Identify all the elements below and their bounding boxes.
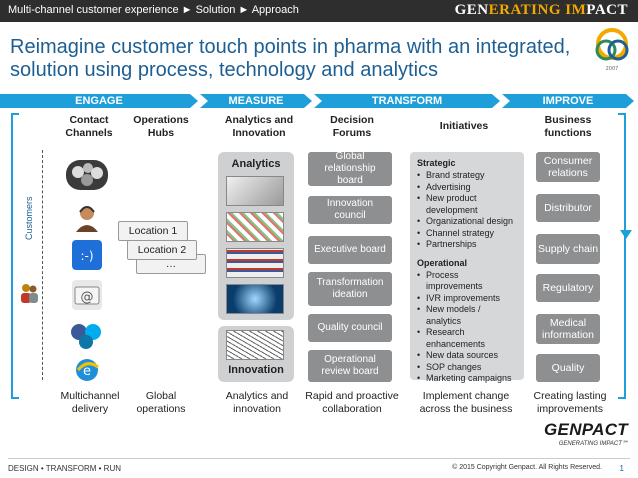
analytics-image-4 <box>226 284 284 314</box>
page-number: 1 <box>619 464 624 473</box>
breadcrumb: Multi-channel customer experience ► Solu… <box>8 4 299 16</box>
logo-wordmark: GENPACT <box>544 420 628 439</box>
svg-text:e: e <box>83 364 91 379</box>
forum-transformation-ideation: Transformation ideation <box>308 272 392 306</box>
customers-bracket <box>42 150 50 380</box>
col-decision-forums: Decision Forums <box>330 114 374 139</box>
svg-text:2007: 2007 <box>606 66 619 72</box>
function-consumer-relations: Consumer relations <box>536 152 600 182</box>
chat-bubbles-icon <box>66 160 108 190</box>
loop-line-left <box>11 113 19 399</box>
list-item: Advertising <box>417 182 517 194</box>
innovation-image <box>226 330 284 360</box>
innovation-panel: Innovation <box>218 326 294 382</box>
analytics-label: Analytics <box>231 158 281 170</box>
col-analytics-innovation: Analytics and Innovation <box>224 114 294 139</box>
footer-copyright: © 2015 Copyright Genpact. All Rights Res… <box>452 464 602 471</box>
col-contact-channels: Contact Channels <box>65 114 113 139</box>
footer-divider <box>8 458 630 459</box>
function-medical-information: Medical information <box>536 314 600 344</box>
location-card-2: Location 2 <box>127 240 197 260</box>
list-item: Channel strategy <box>417 228 517 240</box>
top-bar: Multi-channel customer experience ► Solu… <box>0 0 638 22</box>
list-item: IVR improvements <box>417 293 517 305</box>
customers-people-icon <box>21 284 38 303</box>
innovation-label: Innovation <box>228 364 284 376</box>
social-media-icon <box>66 320 108 350</box>
customers-label: Customers <box>24 196 34 240</box>
analytics-image-2 <box>226 212 284 242</box>
initiatives-panel: Strategic Brand strategy Advertising New… <box>410 152 524 384</box>
brand-wordmark: GENERATING IMPACT <box>454 2 628 18</box>
strategic-list: Brand strategy Advertising New product d… <box>417 170 517 251</box>
analytics-image-3 <box>226 248 284 278</box>
seal-logo-icon: 2007 <box>595 28 629 72</box>
logo-tagline: GENERATING IMPACT℠ <box>558 441 628 447</box>
bottom-label-implement-change: Implement change across the business <box>419 390 513 415</box>
phase-transform: TRANSFORM <box>314 94 500 108</box>
forum-innovation-council: Innovation council <box>308 196 392 224</box>
footer-tagline: DESIGN • TRANSFORM • RUN <box>8 464 122 473</box>
col-initiatives: Initiatives <box>439 120 489 132</box>
function-distributor: Distributor <box>536 194 600 222</box>
analytics-panel: Analytics <box>218 152 294 320</box>
operational-heading: Operational <box>417 257 468 268</box>
slide-title: Reimagine customer touch points in pharm… <box>10 36 571 81</box>
list-item: Brand strategy <box>417 170 517 182</box>
list-item: Process improvements <box>417 270 517 293</box>
function-quality: Quality <box>536 354 600 382</box>
svg-text:@: @ <box>81 290 94 305</box>
forum-operational-review-board: Operational review board <box>308 350 392 382</box>
agent-icon <box>66 202 108 232</box>
phase-engage: ENGAGE <box>0 94 198 108</box>
phase-measure: MEASURE <box>200 94 312 108</box>
col-operations-hubs: Operations Hubs <box>133 114 189 139</box>
sms-icon: :-) <box>72 240 102 270</box>
forum-executive-board: Executive board <box>308 236 392 264</box>
list-item: Marketing campaigns <box>417 373 517 385</box>
arrow-down-icon <box>620 230 632 239</box>
col-business-functions: Business functions <box>544 114 592 139</box>
bottom-label-improvements: Creating lasting improvements <box>533 390 607 415</box>
list-item: New models / analytics <box>417 304 517 327</box>
forum-quality-council: Quality council <box>308 314 392 342</box>
loop-line-right <box>618 113 626 399</box>
list-item: New product development <box>417 193 517 216</box>
forum-global-relationship-board: Global relationship board <box>308 151 392 186</box>
bottom-label-multichannel: Multichannel delivery <box>60 390 120 415</box>
list-item: Research enhancements <box>417 327 517 350</box>
phase-chevron-bar: ENGAGE MEASURE TRANSFORM IMPROVE <box>0 94 636 108</box>
strategic-heading: Strategic <box>417 158 456 168</box>
list-item: Partnerships <box>417 239 517 251</box>
bottom-label-global-operations: Global operations <box>136 390 186 415</box>
function-regulatory: Regulatory <box>536 274 600 302</box>
list-item: Organizational design <box>417 216 517 228</box>
location-card-1: Location 1 <box>118 221 188 241</box>
function-supply-chain: Supply chain <box>536 234 600 264</box>
analytics-image-1 <box>226 176 284 206</box>
bottom-label-analytics: Analytics and innovation <box>225 390 289 415</box>
bottom-label-collaboration: Rapid and proactive collaboration <box>305 390 399 415</box>
phase-improve: IMPROVE <box>502 94 634 108</box>
web-icon: e <box>66 355 108 385</box>
list-item: SOP changes <box>417 362 517 374</box>
email-icon: @ <box>72 280 102 310</box>
genpact-logo: GENPACT GENERATING IMPACT℠ <box>536 420 628 447</box>
svg-text::-): :-) <box>80 249 93 263</box>
list-item: New data sources <box>417 350 517 362</box>
operational-list: Process improvements IVR improvements Ne… <box>417 270 517 385</box>
